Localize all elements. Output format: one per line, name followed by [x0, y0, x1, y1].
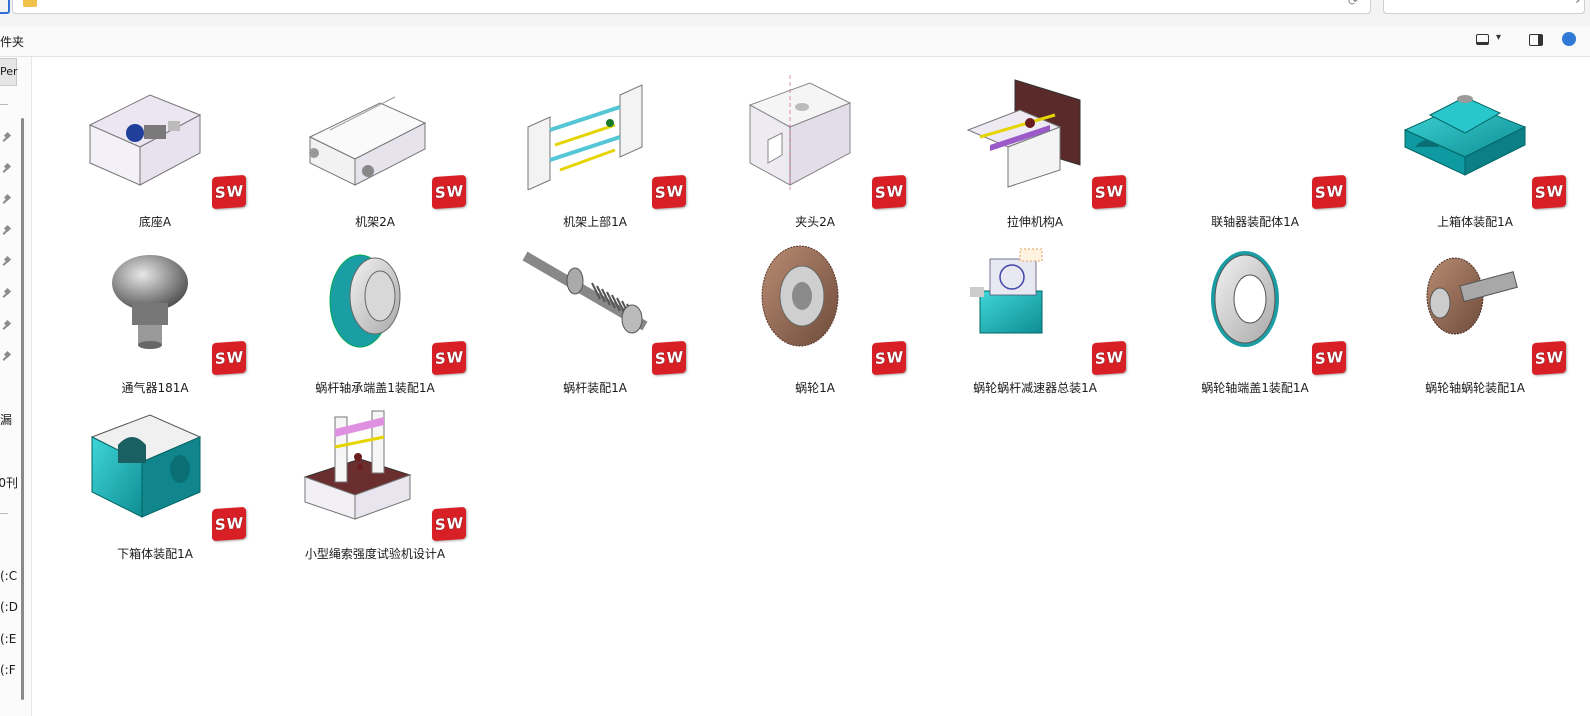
- search-box[interactable]: ›: [1383, 0, 1585, 14]
- worm-shaft-icon: [520, 241, 650, 356]
- new-folder-button[interactable]: 件夹: [0, 35, 25, 49]
- nav-item-drive-c[interactable]: C:): [0, 569, 18, 583]
- pin-icon: [3, 226, 11, 234]
- file-name: 蜗轮蜗杆减速器总装1A: [973, 381, 1097, 395]
- reducer-icon: [960, 241, 1090, 356]
- navigation-pane: Per 漏 0刊 C:) D:) E:) F:): [0, 57, 32, 716]
- vent-cap-icon: [80, 241, 210, 356]
- file-name: 联轴器装配体1A: [1211, 215, 1299, 229]
- nav-divider: [0, 513, 8, 514]
- file-name: 小型绳索强度试验机设计A: [304, 547, 446, 561]
- file-name: 蜗轮1A: [795, 381, 835, 395]
- blank-icon: [1180, 75, 1310, 190]
- file-name: 蜗轮轴蜗轮装配1A: [1425, 381, 1525, 395]
- view-icon: [1476, 34, 1489, 45]
- pin-icon: [3, 164, 11, 172]
- file-name: 底座A: [138, 215, 172, 229]
- pin-icon: [3, 133, 11, 141]
- file-name: 夹头2A: [795, 215, 835, 229]
- test-machine-icon: [300, 407, 430, 522]
- preview-pane-button[interactable]: [1527, 31, 1547, 51]
- preview-pane-icon: [1529, 34, 1543, 46]
- assembly-box-icon: [80, 75, 210, 190]
- bearing-cover-icon: [300, 241, 430, 356]
- nav-item[interactable]: 0刊: [0, 476, 18, 490]
- end-cover-icon: [1180, 241, 1310, 356]
- chevron-right-icon: ›: [1575, 0, 1580, 7]
- file-name: 机架上部1A: [563, 215, 627, 229]
- nav-item[interactable]: 漏: [0, 413, 13, 427]
- chuck-icon: [740, 75, 870, 190]
- chevron-down-icon: ▾: [1496, 32, 1502, 43]
- file-name: 下箱体装配1A: [117, 547, 193, 561]
- gear-shaft-icon: [1400, 241, 1530, 356]
- frame-icon: [300, 75, 430, 190]
- lower-housing-icon: [80, 407, 210, 522]
- pin-icon: [3, 195, 11, 203]
- nav-item-drive-d[interactable]: D:): [0, 600, 18, 614]
- nav-divider: [0, 104, 8, 105]
- pin-icon: [3, 352, 11, 360]
- upper-housing-icon: [1400, 75, 1530, 190]
- nav-item-selected[interactable]: Per: [0, 58, 18, 86]
- file-name: 机架2A: [355, 215, 395, 229]
- nav-item-drive-f[interactable]: F:): [0, 663, 16, 677]
- file-name: 通气器181A: [121, 381, 189, 395]
- address-bar-row: ⟳ ›: [0, 0, 1590, 27]
- file-name: 蜗轮轴端盖1装配1A: [1201, 381, 1309, 395]
- pin-icon: [3, 289, 11, 297]
- folder-icon: [23, 0, 37, 7]
- frame-top-icon: [520, 75, 650, 191]
- details-pane-icon[interactable]: [1562, 32, 1576, 46]
- pin-icon: [3, 321, 11, 329]
- back-button[interactable]: [0, 0, 10, 14]
- address-bar[interactable]: ⟳: [12, 0, 1371, 14]
- tension-mechanism-icon: [960, 75, 1090, 190]
- file-name: 拉伸机构A: [1006, 215, 1064, 229]
- nav-scrollbar[interactable]: [21, 118, 24, 700]
- worm-gear-icon: [740, 241, 870, 356]
- file-name: 蜗杆装配1A: [563, 381, 627, 395]
- command-bar: 件夹 ▾: [0, 26, 1590, 57]
- refresh-icon[interactable]: ⟳: [1347, 0, 1358, 8]
- file-name: 上箱体装配1A: [1437, 215, 1513, 229]
- view-options-button[interactable]: ▾: [1472, 31, 1508, 51]
- file-name: 蜗杆轴承端盖1装配1A: [315, 381, 435, 395]
- pin-icon: [3, 257, 11, 265]
- nav-item-drive-e[interactable]: E:): [0, 632, 17, 646]
